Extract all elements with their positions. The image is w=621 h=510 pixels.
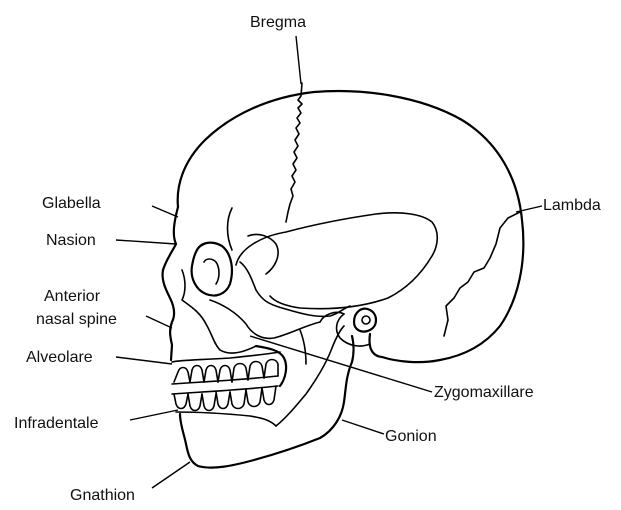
ramus <box>276 326 344 426</box>
lower-teeth <box>172 386 278 426</box>
orbit-inner <box>204 259 219 284</box>
bregma-leader <box>296 36 301 84</box>
face-profile <box>163 207 178 360</box>
label-anterior-nasal-spine-2: nasal spine <box>36 311 117 328</box>
orbit <box>192 243 232 296</box>
anterior-nasal-spine-leader <box>146 316 172 328</box>
labels: Bregma Lambda Glabella Nasion Anterior n… <box>14 14 601 504</box>
lambdoid-suture <box>444 212 520 336</box>
label-gnathion: Gnathion <box>70 487 135 504</box>
infradentale-leader <box>130 410 178 420</box>
sphenoid-line <box>228 208 233 250</box>
label-zygomaxillare: Zygomaxillare <box>434 384 534 401</box>
zygomatic-bone <box>210 300 320 338</box>
label-anterior-nasal-spine-1: Anterior <box>44 288 101 305</box>
label-gonion: Gonion <box>385 428 437 445</box>
label-infradentale: Infradentale <box>14 415 99 432</box>
glabella-leader <box>152 206 178 217</box>
label-nasion: Nasion <box>46 232 96 249</box>
upper-teeth <box>172 352 280 384</box>
temporal-line <box>236 213 437 309</box>
gonion-leader <box>342 420 384 434</box>
maxilla-contour <box>256 346 286 386</box>
label-glabella: Glabella <box>42 195 101 212</box>
coronal-suture <box>286 83 302 222</box>
frontal-zygomatic <box>248 234 278 274</box>
label-lambda: Lambda <box>543 197 601 214</box>
skull-drawing <box>163 83 524 468</box>
alveolare-leader <box>116 357 172 364</box>
ear-canal <box>362 316 370 324</box>
gnathion-leader <box>152 462 190 488</box>
cranium-outline <box>178 91 524 362</box>
coronoid <box>300 330 306 364</box>
external-auditory-meatus <box>354 309 376 332</box>
mandible <box>180 336 354 468</box>
label-alveolare: Alveolare <box>26 349 93 366</box>
label-bregma: Bregma <box>250 14 306 31</box>
nasion-leader <box>116 240 176 244</box>
